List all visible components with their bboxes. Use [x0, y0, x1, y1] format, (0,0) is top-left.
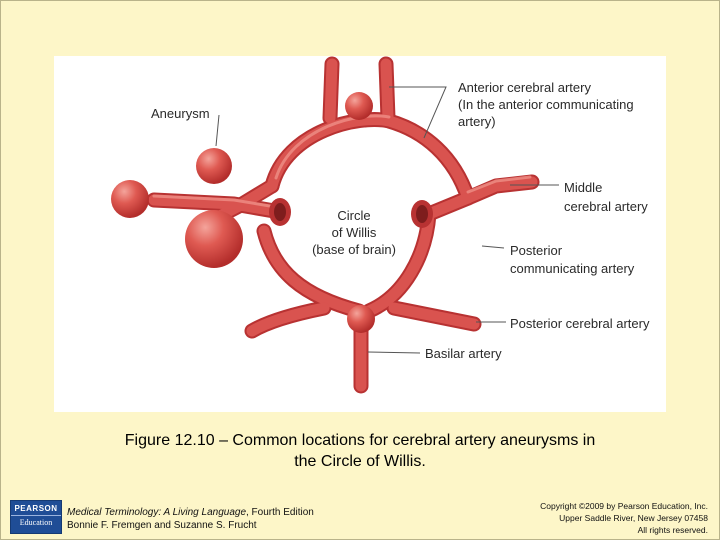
label-posterior-communicating-artery-2: communicating artery — [510, 261, 635, 276]
label-middle-cerebral-artery-2: cerebral artery — [564, 199, 648, 214]
pearson-education-logo: PEARSON Education — [10, 500, 62, 534]
book-authors: Bonnie F. Fremgen and Suzanne S. Frucht — [67, 519, 314, 532]
copyright-line-1: Copyright ©2009 by Pearson Education, In… — [540, 500, 708, 512]
carotid-end-aneurysm — [111, 180, 149, 218]
caption-line-1: Figure 12.10 – Common locations for cere… — [40, 430, 680, 451]
label-circle-of-willis-3: (base of brain) — [312, 242, 396, 257]
label-aneurysm: Aneurysm — [151, 106, 210, 121]
artery-diagram: Aneurysm Anterior cerebral artery (In th… — [54, 56, 666, 412]
label-circle-of-willis-2: of Willis — [332, 225, 377, 240]
basilar-tip-aneurysm — [347, 305, 375, 333]
logo-bottom-text: Education — [11, 518, 61, 527]
book-citation: Medical Terminology: A Living Language, … — [67, 506, 314, 532]
label-posterior-communicating-artery: Posterior — [510, 243, 563, 258]
copyright-line-2: Upper Saddle River, New Jersey 07458 — [540, 512, 708, 524]
internal-carotid-aneurysm — [196, 148, 232, 184]
label-anterior-cerebral-artery: Anterior cerebral artery — [458, 80, 591, 95]
figure-caption: Figure 12.10 – Common locations for cere… — [40, 430, 680, 472]
anterior-communicating-aneurysm — [345, 92, 373, 120]
label-basilar-artery: Basilar artery — [425, 346, 502, 361]
copyright-notice: Copyright ©2009 by Pearson Education, In… — [540, 500, 708, 536]
copyright-line-3: All rights reserved. — [540, 524, 708, 536]
book-edition: , Fourth Edition — [246, 507, 314, 518]
label-middle-cerebral-artery: Middle — [564, 180, 602, 195]
label-anterior-cerebral-artery-3: artery) — [458, 114, 496, 129]
caption-line-2: the Circle of Willis. — [40, 451, 680, 472]
label-anterior-cerebral-artery-2: (In the anterior communicating — [458, 97, 634, 112]
large-aneurysm — [185, 210, 243, 268]
logo-top-text: PEARSON — [11, 504, 61, 513]
label-circle-of-willis: Circle — [337, 208, 370, 223]
circle-of-willis-figure: Aneurysm Anterior cerebral artery (In th… — [54, 56, 666, 412]
label-posterior-cerebral-artery: Posterior cerebral artery — [510, 316, 650, 331]
book-title: Medical Terminology: A Living Language — [67, 507, 246, 518]
